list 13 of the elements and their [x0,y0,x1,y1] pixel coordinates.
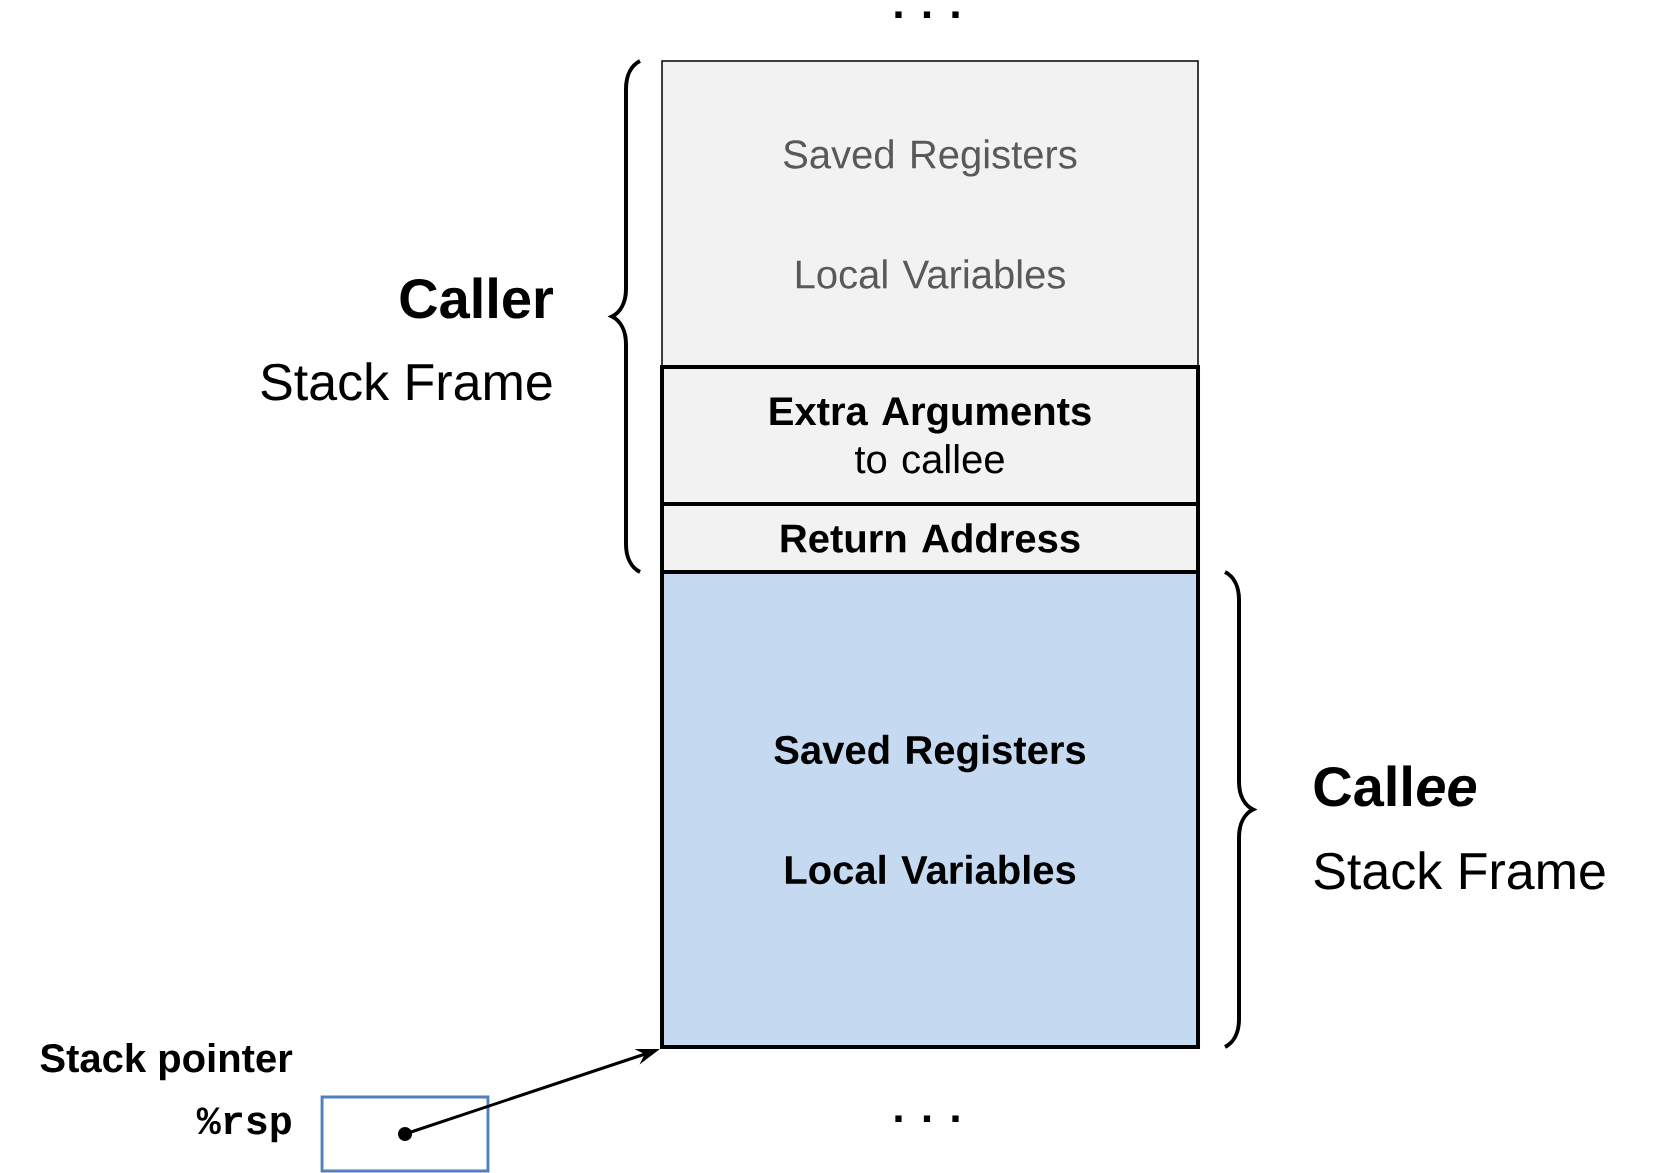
ellipsis: . . . [895,1115,959,1122]
memory-block: Saved Registers Local Variables [660,570,1200,1049]
frame-label: ee [1417,775,1477,807]
register-box [320,1095,490,1173]
register-label: Stack pointer [40,1043,293,1081]
frame-label: Call [1314,765,1411,807]
ellipsis: . . . [895,11,959,18]
frame-label: Stack Frame [261,362,552,401]
memory-block: Return Address [660,502,1200,574]
frame-label: Stack Frame [1314,851,1605,890]
register-label: %rsp [196,1107,291,1143]
memory-block: Extra Arguments to callee [660,365,1200,506]
frame-label: Caller [400,277,553,319]
